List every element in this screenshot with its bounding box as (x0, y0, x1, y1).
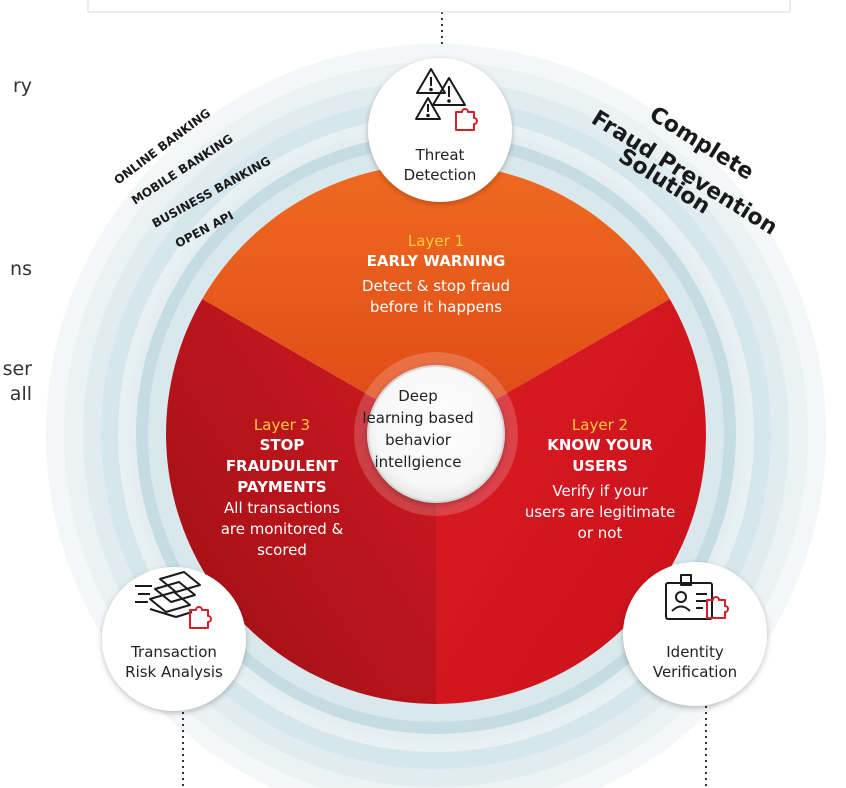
layer-1-title: EARLY WARNING (366, 252, 506, 270)
layer-3-desc: are monitored & (220, 520, 344, 538)
layer-2-desc: users are legitimate (524, 503, 676, 521)
center-line: learning based (362, 409, 474, 427)
layer-3-desc: All transactions (224, 499, 340, 517)
left-text-fragment: ser (2, 358, 32, 380)
badge-line: Verification (652, 663, 738, 681)
badge-line: Transaction (131, 643, 217, 661)
layer-1-segment (202, 164, 670, 434)
layer-3-tag: Layer 3 (253, 416, 311, 434)
layer-1-desc: Detect & stop fraud (361, 277, 511, 295)
layer-3-title: STOP (259, 436, 305, 454)
transaction-risk-badge (102, 567, 246, 711)
layer-2-text: Layer 2 KNOW YOUR USERS Verify if your u… (500, 415, 700, 544)
layer-2-tag: Layer 2 (571, 416, 629, 434)
badge-line: Risk Analysis (125, 663, 223, 681)
left-text-fragment: ns (10, 258, 32, 280)
layer-1-tag: Layer 1 (407, 232, 465, 250)
transaction-risk-label: Transaction Risk Analysis (109, 642, 239, 682)
badge-line: Identity (666, 643, 724, 661)
badge-line: Detection (403, 166, 477, 184)
center-line: Deep (398, 387, 438, 405)
badge-line: Threat (415, 146, 465, 164)
left-text-fragment: all (9, 383, 32, 405)
layer-2-title: KNOW YOUR (547, 436, 653, 454)
threat-detection-label: Threat Detection (380, 145, 500, 185)
top-box (87, 0, 791, 13)
layer-2-title: USERS (572, 457, 628, 475)
center-label: Deep learning based behavior intellgienc… (343, 385, 493, 473)
threat-detection-badge (368, 58, 512, 202)
threat-warning-icon (415, 68, 478, 131)
layer-3-title: FRAUDULENT (225, 457, 339, 475)
layer-1-desc: before it happens (369, 298, 503, 316)
left-text-fragment: ry (12, 75, 32, 97)
center-circle (367, 365, 505, 503)
layer-3-text: Layer 3 STOP FRAUDULENT PAYMENTS All tra… (182, 415, 382, 561)
id-card-icon (665, 574, 729, 620)
layer-3-title: PAYMENTS (237, 478, 327, 496)
layer-2-desc: Verify if your (552, 482, 648, 500)
layer-1-text: Layer 1 EARLY WARNING Detect & stop frau… (336, 231, 536, 318)
identity-verification-label: Identity Verification (635, 642, 755, 682)
money-stack-icon (135, 571, 212, 629)
layer-3-desc: scored (257, 541, 307, 559)
layer-2-desc: or not (577, 524, 623, 542)
identity-verification-badge (623, 562, 767, 706)
center-line: behavior (385, 431, 451, 449)
center-line: intellgience (374, 453, 462, 471)
